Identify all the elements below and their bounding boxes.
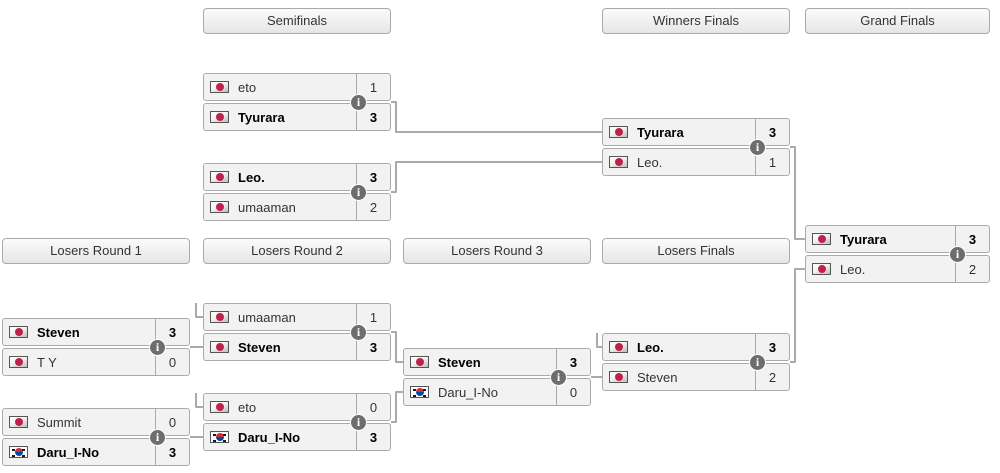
player-name[interactable]: Tyurara xyxy=(840,231,887,247)
player-score: 0 xyxy=(556,379,590,405)
player-score: 3 xyxy=(955,226,989,252)
player-row: Summit 0 xyxy=(2,408,190,436)
match-info-icon[interactable]: i xyxy=(149,338,166,356)
flag-japan-icon xyxy=(9,326,28,338)
player-score: 2 xyxy=(356,194,390,220)
player-row: Tyurara 3 xyxy=(602,118,790,146)
player-name[interactable]: Summit xyxy=(37,414,82,430)
player-name[interactable]: Daru_I-No xyxy=(37,444,100,460)
match-info-icon[interactable]: i xyxy=(749,353,766,371)
player-name[interactable]: T Y xyxy=(37,354,57,370)
flag-japan-icon xyxy=(609,371,628,383)
player-name[interactable]: Steven xyxy=(637,369,678,385)
player-name[interactable]: Leo. xyxy=(238,169,265,185)
player-score: 3 xyxy=(155,319,189,345)
player-name[interactable]: Leo. xyxy=(637,154,663,170)
player-name[interactable]: Steven xyxy=(37,324,80,340)
player-score: 1 xyxy=(356,74,390,100)
flag-japan-icon xyxy=(210,201,229,213)
flag-japan-icon xyxy=(9,356,28,368)
flag-japan-icon xyxy=(9,416,28,428)
match-info-icon[interactable]: i xyxy=(350,323,367,341)
match-info-icon[interactable]: i xyxy=(350,183,367,201)
match-info-icon[interactable]: i xyxy=(949,245,966,263)
player-score: 3 xyxy=(155,439,189,465)
player-name[interactable]: umaaman xyxy=(238,309,296,325)
match-info-icon[interactable]: i xyxy=(550,368,567,386)
match-losers-round1-2: Summit 0 Daru_I-No 3 i xyxy=(2,408,190,466)
flag-japan-icon xyxy=(210,111,229,123)
player-row: umaaman 1 xyxy=(203,303,391,331)
flag-japan-icon xyxy=(609,341,628,353)
player-name[interactable]: Daru_I-No xyxy=(438,384,498,400)
player-name[interactable]: Leo. xyxy=(637,339,664,355)
player-name[interactable]: Steven xyxy=(238,339,281,355)
round-header-losers-round-3: Losers Round 3 xyxy=(403,238,591,264)
player-score: 0 xyxy=(155,349,189,375)
player-row: umaaman 2 xyxy=(203,193,391,221)
flag-south-korea-icon xyxy=(410,386,429,398)
flag-south-korea-icon xyxy=(9,446,28,458)
match-losers-round2-2: eto 0 Daru_I-No 3 i xyxy=(203,393,391,451)
match-grand-finals: Tyurara 3 Leo. 2 i xyxy=(805,225,990,283)
match-semifinal-1: eto 1 Tyurara 3 i xyxy=(203,73,391,131)
player-name[interactable]: umaaman xyxy=(238,199,296,215)
match-info-icon[interactable]: i xyxy=(149,428,166,446)
player-score: 0 xyxy=(356,394,390,420)
player-name[interactable]: Tyurara xyxy=(238,109,285,125)
player-score: 3 xyxy=(356,424,390,450)
flag-japan-icon xyxy=(609,126,628,138)
match-losers-round3: Steven 3 Daru_I-No 0 i xyxy=(403,348,591,406)
match-losers-round2-1: umaaman 1 Steven 3 i xyxy=(203,303,391,361)
round-header-losers-round-1: Losers Round 1 xyxy=(2,238,190,264)
player-score: 3 xyxy=(556,349,590,375)
flag-japan-icon xyxy=(410,356,429,368)
match-losers-round1-1: Steven 3 T Y 0 i xyxy=(2,318,190,376)
player-score: 3 xyxy=(356,164,390,190)
flag-japan-icon xyxy=(812,233,831,245)
match-info-icon[interactable]: i xyxy=(749,138,766,156)
round-header-winners-finals: Winners Finals xyxy=(602,8,790,34)
flag-japan-icon xyxy=(210,171,229,183)
player-score: 0 xyxy=(155,409,189,435)
round-header-losers-round-2: Losers Round 2 xyxy=(203,238,391,264)
round-header-semifinals: Semifinals xyxy=(203,8,391,34)
flag-japan-icon xyxy=(609,156,628,168)
flag-japan-icon xyxy=(812,263,831,275)
player-score: 3 xyxy=(356,334,390,360)
player-name[interactable]: Leo. xyxy=(840,261,866,277)
player-name[interactable]: eto xyxy=(238,79,257,95)
player-score: 3 xyxy=(356,104,390,130)
flag-south-korea-icon xyxy=(210,431,229,443)
round-header-grand-finals: Grand Finals xyxy=(805,8,990,34)
match-info-icon[interactable]: i xyxy=(350,413,367,431)
player-score: 3 xyxy=(755,334,789,360)
player-name[interactable]: Daru_I-No xyxy=(238,429,301,445)
player-score: 2 xyxy=(755,364,789,390)
player-score: 1 xyxy=(755,149,789,175)
match-semifinal-2: Leo. 3 umaaman 2 i xyxy=(203,163,391,221)
player-score: 2 xyxy=(955,256,989,282)
player-row: Steven 3 xyxy=(203,333,391,361)
player-name[interactable]: Tyurara xyxy=(637,124,684,140)
flag-japan-icon xyxy=(210,341,229,353)
player-name[interactable]: eto xyxy=(238,399,257,415)
match-losers-finals: Leo. 3 Steven 2 i xyxy=(602,333,790,391)
player-name[interactable]: Steven xyxy=(438,354,481,370)
player-score: 3 xyxy=(755,119,789,145)
flag-japan-icon xyxy=(210,81,229,93)
round-header-losers-finals: Losers Finals xyxy=(602,238,790,264)
match-info-icon[interactable]: i xyxy=(350,93,367,111)
player-score: 1 xyxy=(356,304,390,330)
player-row: Daru_I-No 0 xyxy=(403,378,591,406)
flag-japan-icon xyxy=(210,401,229,413)
match-winners-finals: Tyurara 3 Leo. 1 i xyxy=(602,118,790,176)
flag-japan-icon xyxy=(210,311,229,323)
